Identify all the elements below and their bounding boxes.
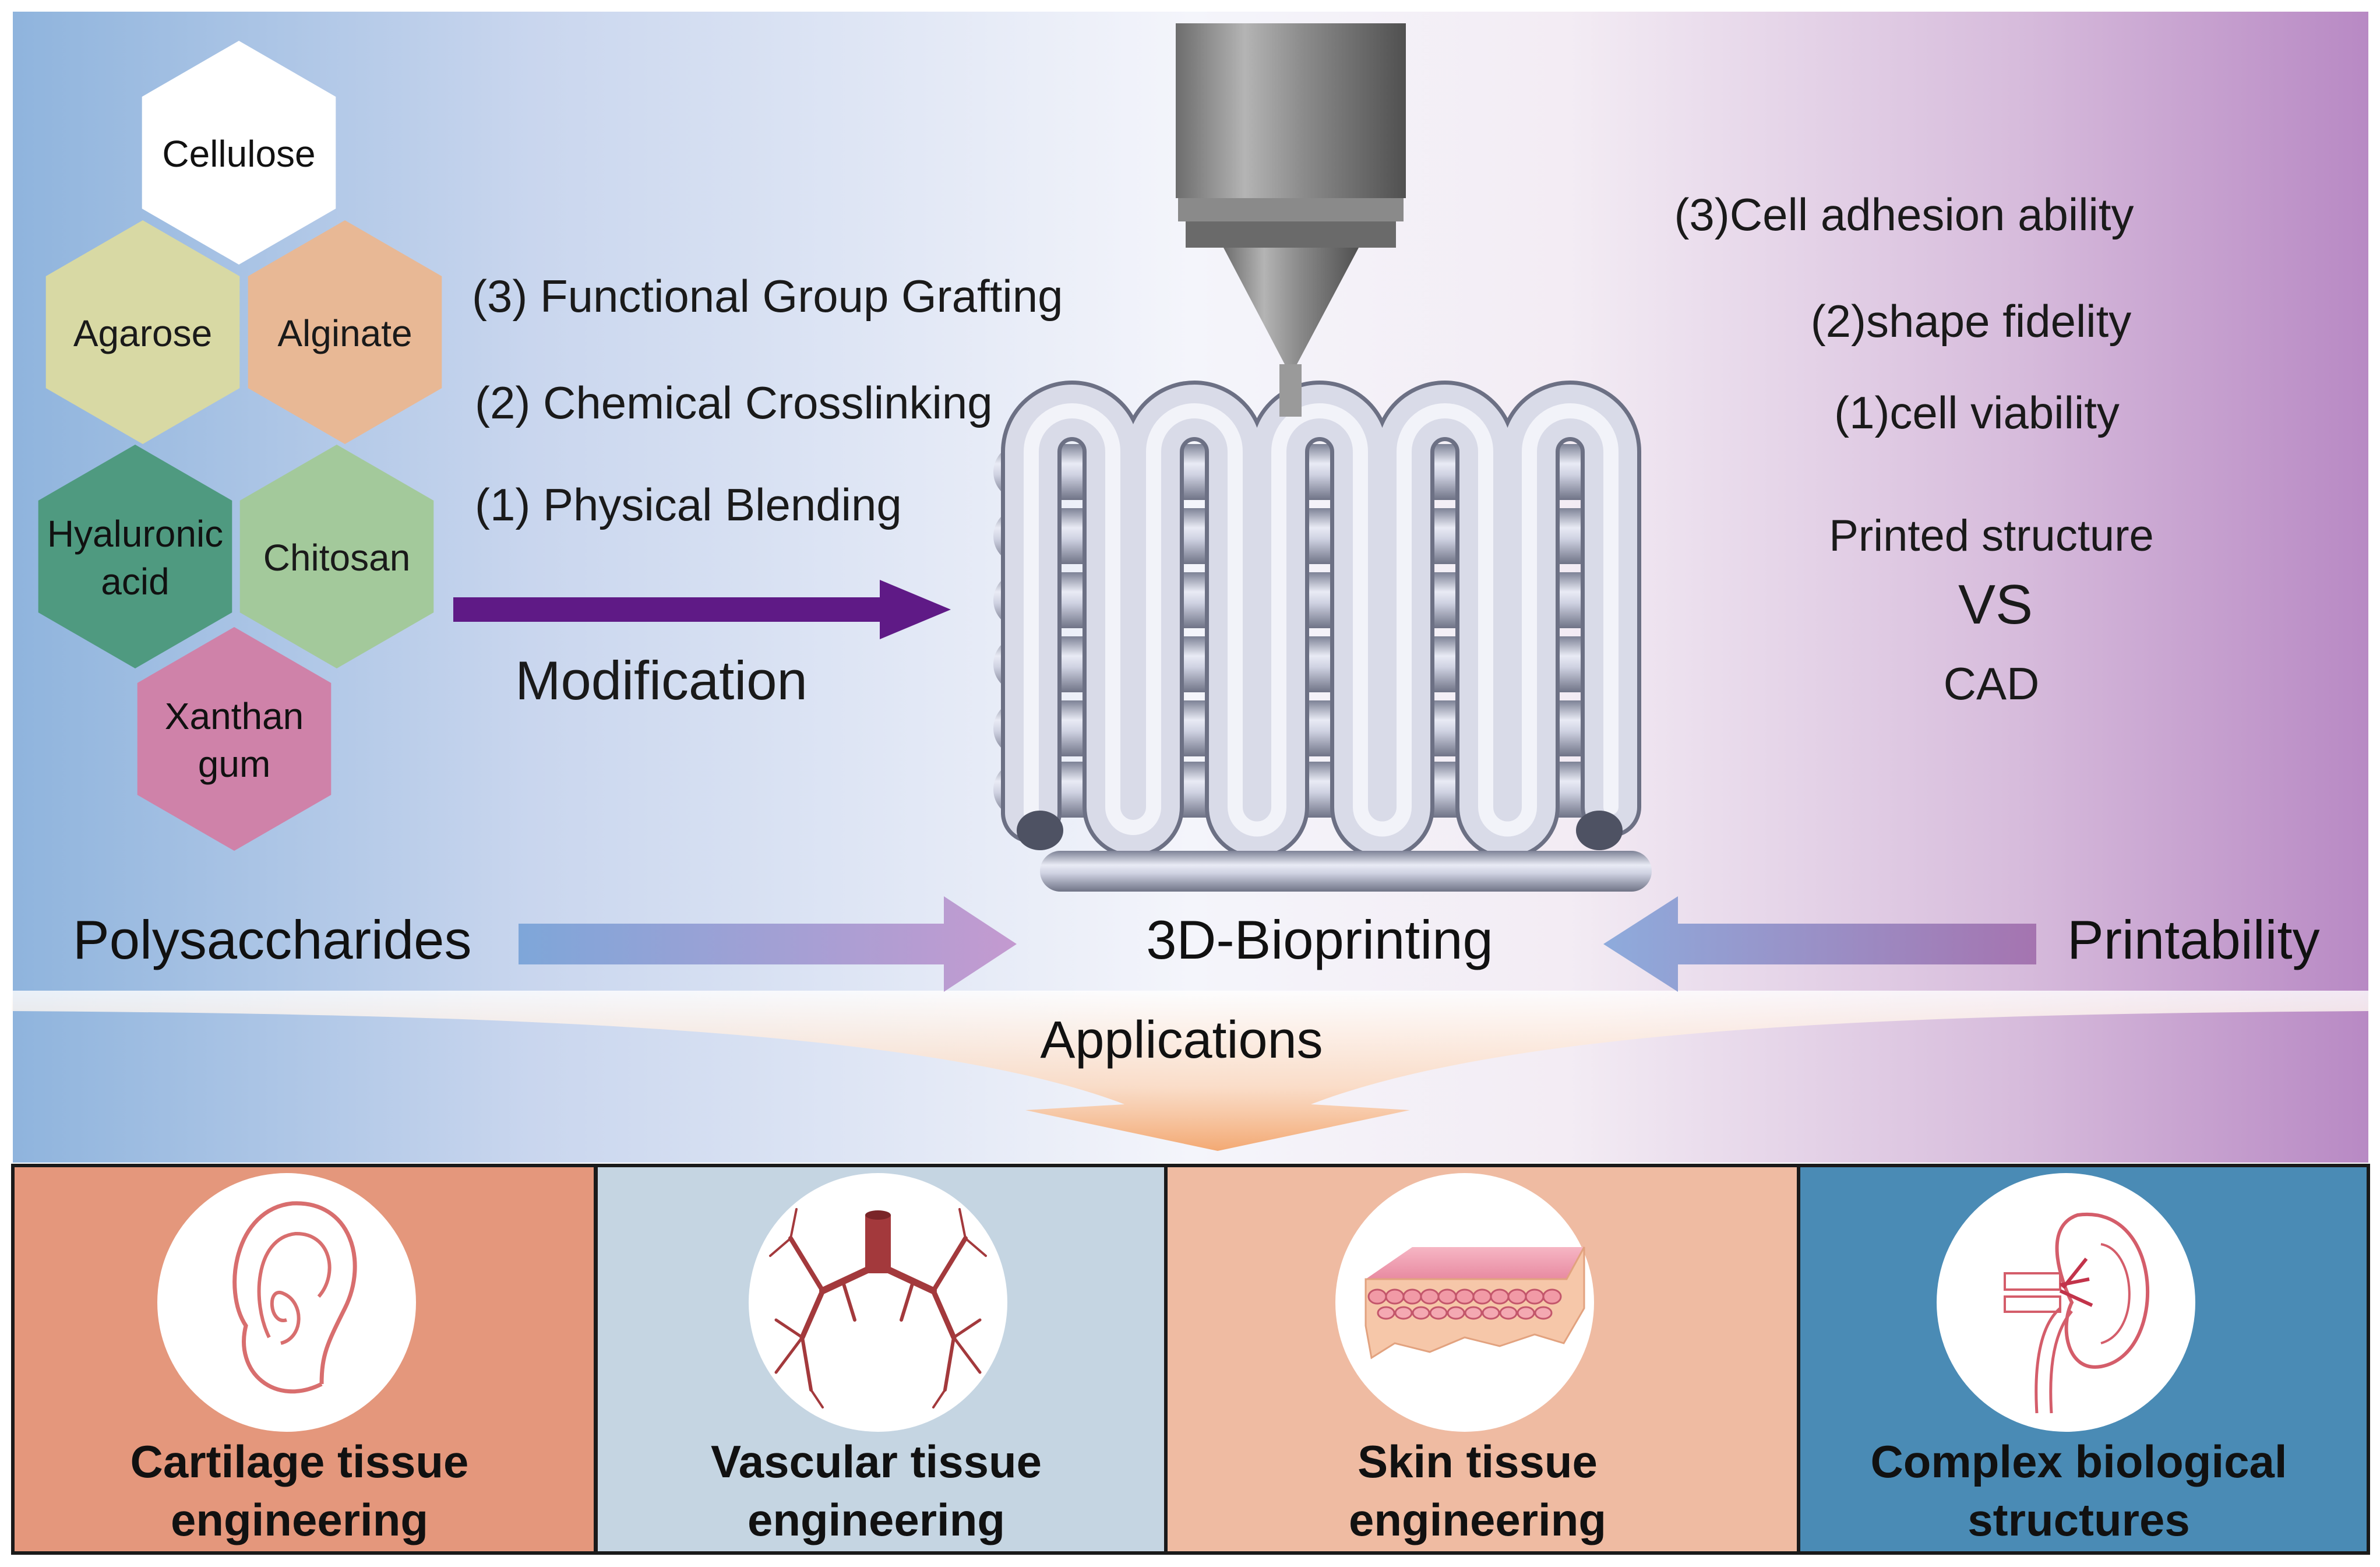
comparison-printed-structure: Printed structure: [1829, 511, 2154, 561]
hexagon-label: gum: [198, 743, 271, 785]
application-title: structures: [1968, 1494, 2189, 1545]
modification-arrow: [453, 580, 951, 639]
polysaccharides-label: Polysaccharides: [73, 909, 471, 970]
scaffold-filament-end: [1017, 811, 1063, 850]
hexagon-label: Cellulose: [162, 133, 315, 175]
application-card-skin-layer: Skin tissue engineering: [1164, 1164, 1800, 1555]
hexagon-alginate: Alginate: [248, 220, 442, 444]
modification-method-2: (2) Chemical Crosslinking: [475, 377, 993, 428]
applications-fan-arrow: [12, 991, 2368, 1151]
kidney-icon: [2004, 1212, 2149, 1414]
hexagon-label: Hyaluronic: [47, 513, 223, 555]
bioprinting-label: 3D-Bioprinting: [1146, 909, 1493, 970]
application-title: engineering: [748, 1494, 1005, 1545]
application-icon-circle: [1937, 1173, 2195, 1432]
hexagon-cellulose: Cellulose: [142, 41, 336, 265]
application-title: engineering: [171, 1494, 428, 1545]
ear-icon: [232, 1201, 357, 1394]
print-nozzle-icon: [1176, 23, 1406, 417]
skin-layer-icon: [1364, 1246, 1585, 1360]
hexagon-label: Chitosan: [263, 537, 411, 579]
printability-to-bioprinting-arrow: [1603, 896, 2036, 992]
modification-method-1: (1) Physical Blending: [475, 479, 902, 530]
printability-criterion-2: (2)shape fidelity: [1811, 295, 2132, 347]
application-title: Skin tissue: [1358, 1436, 1598, 1487]
vessel-tree-icon: [769, 1208, 987, 1408]
application-title: engineering: [1349, 1494, 1606, 1545]
comparison-cad: CAD: [1944, 658, 2040, 709]
hexagon-label: Xanthan: [165, 695, 304, 737]
application-title: Complex biological: [1870, 1436, 2287, 1487]
application-title: Cartilage tissue: [131, 1436, 469, 1487]
polysaccharides-to-bioprinting-arrow: [519, 896, 1017, 992]
comparison-vs: VS: [1958, 573, 2033, 636]
modification-method-3: (3) Functional Group Grafting: [472, 270, 1063, 322]
hexagon-label: Alginate: [277, 312, 412, 354]
printed-scaffold-illustration: [993, 381, 1652, 892]
hexagon-label: Agarose: [73, 312, 212, 354]
hexagon-chitosan: Chitosan: [239, 445, 434, 668]
scaffold-base-filament: [1040, 851, 1652, 892]
hexagon-xanthan-gum: Xanthan gum: [137, 627, 332, 851]
scaffold-filament-end: [1576, 811, 1623, 850]
application-card-ear: Cartilage tissue engineering: [11, 1164, 597, 1555]
application-card-vessel-tree: Vascular tissue engineering: [594, 1164, 1168, 1555]
modification-label: Modification: [515, 650, 808, 711]
hexagon-agarose: Agarose: [45, 220, 240, 444]
printability-criterion-1: (1)cell viability: [1834, 387, 2120, 438]
hexagon-hyaluronic-acid: Hyaluronic acid: [38, 445, 232, 668]
printability-criterion-3: (3)Cell adhesion ability: [1674, 189, 2134, 240]
printability-label: Printability: [2067, 909, 2320, 970]
application-card-kidney: Complex biological structures: [1797, 1164, 2370, 1555]
application-title: Vascular tissue: [711, 1436, 1042, 1487]
applications-label: Applications: [1040, 1011, 1323, 1069]
hexagon-label: acid: [101, 561, 169, 603]
application-icon-circle: [749, 1173, 1007, 1432]
